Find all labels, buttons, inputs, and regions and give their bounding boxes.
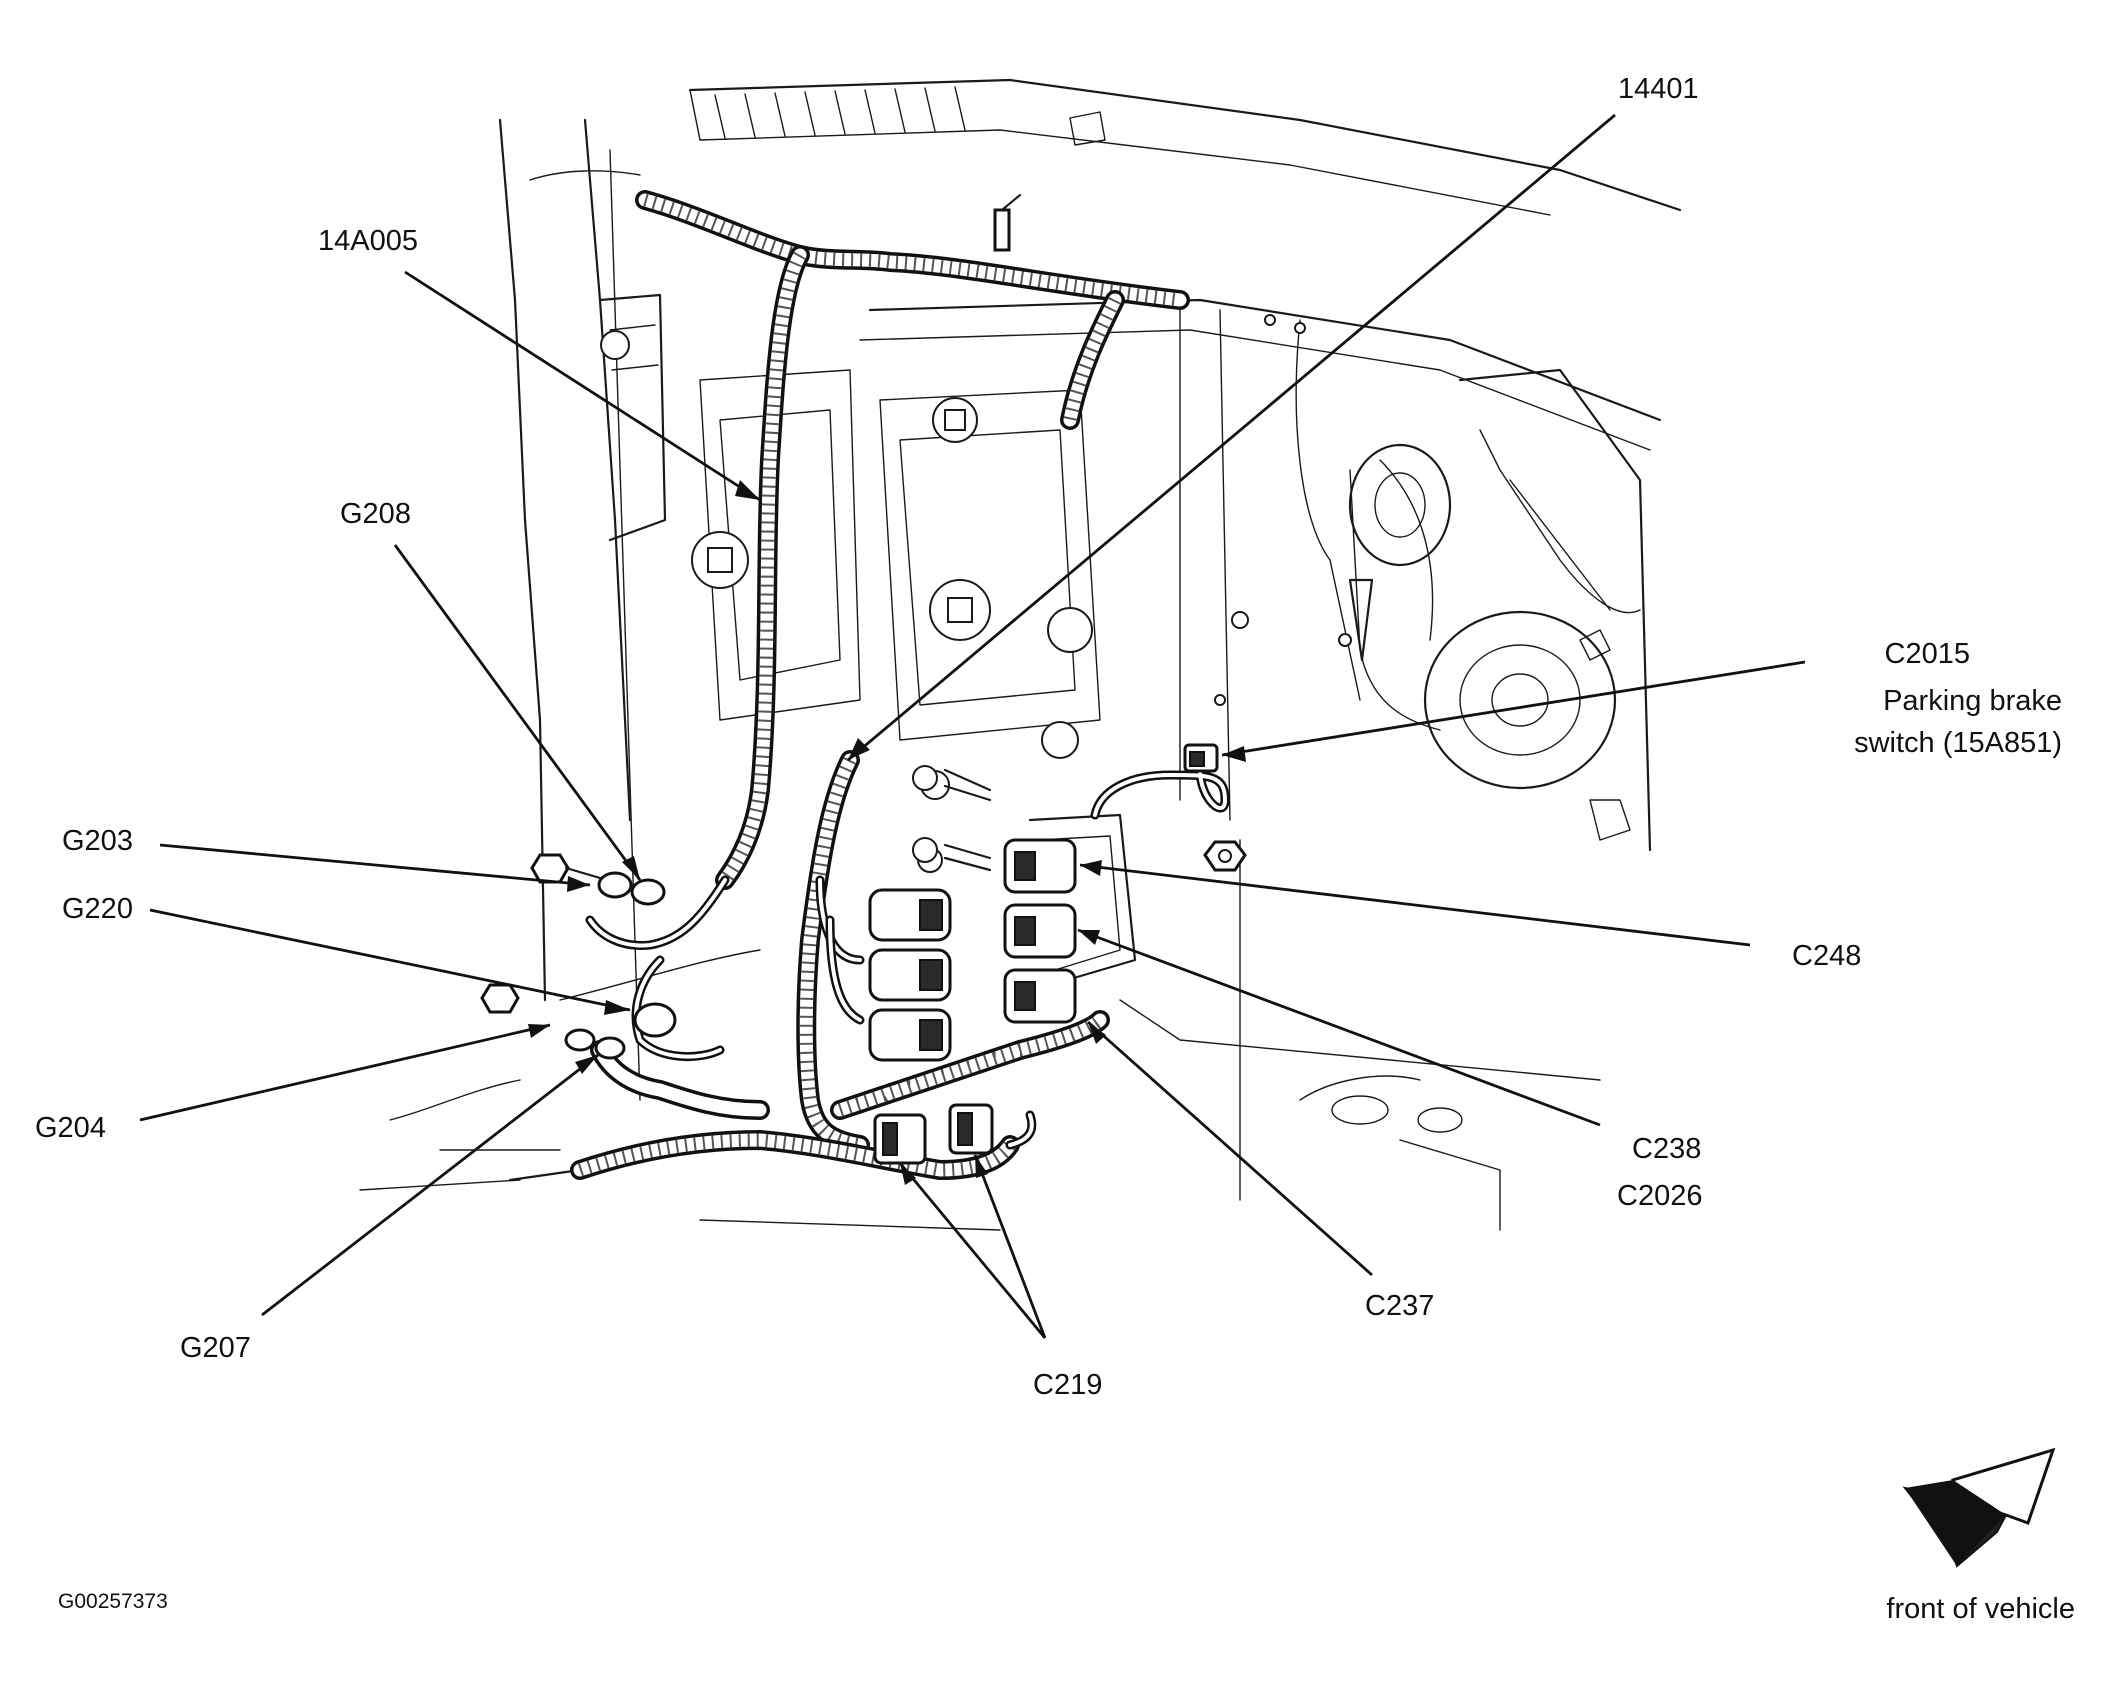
label-c2015-desc-2: switch (15A851) (1854, 727, 2062, 759)
harness-14A005 (635, 190, 1190, 890)
figure-id: G00257373 (58, 1590, 168, 1613)
body-structure (359, 78, 1682, 1231)
connector-c219-a (873, 1113, 927, 1165)
stud-upper (912, 765, 992, 802)
harness-14401 (570, 750, 1110, 1180)
label-g204: G204 (35, 1112, 106, 1144)
front-of-vehicle-indicator: front of vehicle (1886, 1447, 2075, 1625)
leader-g203 (159, 843, 591, 887)
callout-labels: 14A005 14401 G208 G203 G220 G204 G207 C2… (35, 73, 2062, 1401)
connector-c237 (1003, 968, 1077, 1024)
label-14401: 14401 (1618, 73, 1699, 105)
label-c2026: C2026 (1617, 1180, 1702, 1212)
label-g203: G203 (62, 825, 133, 857)
label-c2015-desc-1: Parking brake (1883, 685, 2062, 717)
leader-14401 (847, 113, 1616, 762)
front-of-vehicle-label: front of vehicle (1886, 1593, 2075, 1625)
label-g208: G208 (340, 498, 411, 530)
connector-left-1 (868, 888, 952, 942)
label-c2015: C2015 (1885, 638, 1970, 670)
leader-g220 (149, 908, 631, 1012)
connector-c238 (1003, 903, 1077, 959)
leader-g208 (393, 544, 642, 881)
stud-lower (912, 837, 992, 872)
leader-g207 (261, 1053, 599, 1317)
label-c248: C248 (1792, 940, 1861, 972)
label-14a005: 14A005 (318, 225, 418, 257)
label-g220: G220 (62, 893, 133, 925)
leader-c248 (1079, 863, 1751, 947)
label-g207: G207 (180, 1332, 251, 1364)
leader-c2015 (1221, 660, 1806, 757)
connector-c219-b (948, 1103, 994, 1155)
leader-c219-a (898, 1162, 1047, 1339)
connector-c2015 (1183, 743, 1219, 773)
wires (585, 765, 1230, 1150)
connector-left-2 (868, 948, 952, 1002)
connectors (480, 743, 1247, 1165)
label-c237: C237 (1365, 1290, 1434, 1322)
label-c238: C238 (1632, 1133, 1701, 1165)
label-c219: C219 (1033, 1369, 1102, 1401)
connector-left-3 (868, 1008, 952, 1062)
ground-bolt-upper (530, 853, 666, 906)
leader-c238 (1077, 928, 1601, 1127)
leader-c219-b (973, 1154, 1047, 1339)
leader-g204 (139, 1023, 551, 1122)
leader-14A005 (404, 270, 761, 502)
leader-c237 (1087, 1020, 1373, 1277)
leader-lines (139, 113, 1806, 1339)
ground-bolt-lower (480, 983, 677, 1060)
nut-right (1203, 840, 1247, 872)
connector-c248 (1003, 838, 1077, 894)
roof-hatch (714, 86, 966, 139)
arrow-icon (1902, 1447, 2056, 1568)
